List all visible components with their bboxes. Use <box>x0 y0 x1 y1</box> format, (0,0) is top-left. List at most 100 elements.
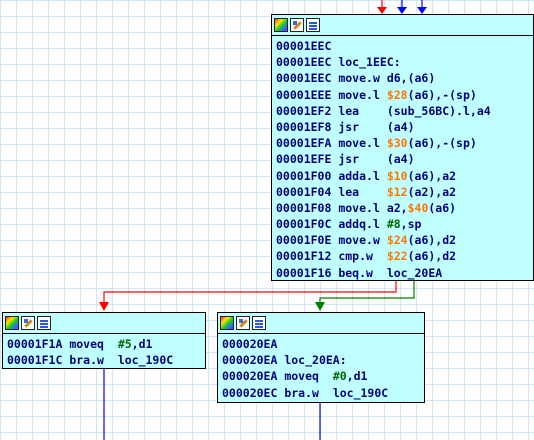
mnemonic: move.l <box>338 136 380 151</box>
graph-view-icon[interactable] <box>37 316 51 330</box>
mnemonic: adda.l <box>338 168 380 183</box>
address: 00001F04 <box>276 184 332 199</box>
disasm-line[interactable]: 00001EEC <box>276 38 530 54</box>
code-label[interactable]: loc_1EEC: <box>338 55 401 70</box>
operand: (a6),d2 <box>407 233 457 248</box>
disasm-line[interactable]: 00001F0E move.w $24(a6),d2 <box>276 232 530 248</box>
node-header[interactable] <box>272 15 533 36</box>
graph-view-icon[interactable] <box>252 316 266 330</box>
operand: (a4) <box>386 119 415 134</box>
address: 00001EF8 <box>276 119 332 134</box>
address: 00001F0C <box>276 217 332 232</box>
mnemonic: jsr <box>338 119 360 134</box>
operand: (a6),-(sp) <box>407 136 477 151</box>
operand: (a6) <box>428 200 457 215</box>
operand: a2, <box>386 200 408 215</box>
node-header[interactable] <box>3 313 205 334</box>
disasm-line[interactable]: 000020EC bra.w loc_190C <box>222 385 421 401</box>
disasm-line[interactable]: 00001F12 cmp.w $22(a6),d2 <box>276 248 530 264</box>
address: 00001EEE <box>276 87 332 102</box>
address: 000020EC <box>222 385 278 400</box>
operand: loc_190C <box>117 353 174 368</box>
disasm-line[interactable]: 00001EF2 lea (sub_56BC).l,a4 <box>276 103 530 119</box>
operand: loc_190C <box>332 385 389 400</box>
disasm-line[interactable]: 00001F1A moveq #5,d1 <box>7 336 202 352</box>
color-palette-icon[interactable] <box>5 316 19 330</box>
mnemonic: beq.w <box>338 265 373 280</box>
operand: $12 <box>386 184 408 199</box>
disasm-line[interactable]: 00001EFE jsr (a4) <box>276 151 530 167</box>
address: 00001F1C <box>7 353 63 368</box>
disasm-line[interactable]: 00001F04 lea $12(a2),a2 <box>276 184 530 200</box>
mnemonic: lea <box>338 184 360 199</box>
operand: (a6),-(sp) <box>407 87 477 102</box>
edit-node-icon[interactable] <box>21 316 35 330</box>
disasm-line[interactable]: 000020EA loc_20EA: <box>222 352 421 368</box>
operand: (sub_56BC).l,a4 <box>386 103 491 118</box>
operand: $40 <box>407 200 429 215</box>
mnemonic: cmp.w <box>338 249 373 264</box>
graph-view-icon[interactable] <box>306 18 320 32</box>
edit-node-icon[interactable] <box>236 316 250 330</box>
mnemonic: addq.l <box>338 217 380 232</box>
edge-false-branch <box>99 280 397 311</box>
address: 00001EFE <box>276 152 332 167</box>
operand: (a4) <box>386 152 415 167</box>
operand: ,d1 <box>346 369 368 384</box>
mnemonic: move.l <box>338 87 380 102</box>
operand: (a6),a2 <box>407 168 457 183</box>
address: 00001EEC <box>276 55 332 70</box>
edge-true-branch <box>315 280 415 311</box>
disasm-line[interactable]: 00001EEC loc_1EEC: <box>276 54 530 70</box>
mnemonic: moveq <box>284 369 319 384</box>
mnemonic: moveq <box>69 337 104 351</box>
mnemonic: jsr <box>338 152 360 167</box>
mnemonic: lea <box>338 103 360 118</box>
disasm-line[interactable]: 00001F00 adda.l $10(a6),a2 <box>276 168 530 184</box>
disasm-line[interactable]: 00001F08 move.l a2,$40(a6) <box>276 200 530 216</box>
disasm-line[interactable]: 000020EA moveq #0,d1 <box>222 368 421 384</box>
code-label[interactable]: loc_20EA: <box>284 353 347 368</box>
address: 00001F00 <box>276 168 332 183</box>
address: 00001EEC <box>276 71 332 86</box>
operand: $22 <box>386 249 408 264</box>
address: 00001F1A <box>7 337 63 351</box>
operand: ,d1 <box>131 337 153 351</box>
disasm-line[interactable]: 00001F0C addq.l #8,sp <box>276 216 530 232</box>
mnemonic: bra.w <box>69 353 104 368</box>
color-palette-icon[interactable] <box>220 316 234 330</box>
operand: (a2),a2 <box>407 184 457 199</box>
mnemonic: bra.w <box>284 385 319 400</box>
disasm-line[interactable]: 00001F16 beq.w loc_20EA <box>276 265 530 281</box>
incoming-edge-blue-1 <box>397 0 407 14</box>
operand: #5 <box>117 337 132 351</box>
disasm-line[interactable]: 00001EEE move.l $28(a6),-(sp) <box>276 87 530 103</box>
incoming-edge-blue-2 <box>417 0 427 14</box>
disasm-line[interactable]: 000020EA <box>222 336 421 352</box>
node-header[interactable] <box>218 313 424 334</box>
address: 00001EEC <box>276 39 332 53</box>
operand: $30 <box>386 136 408 151</box>
operand: #8 <box>386 217 401 232</box>
operand: ,sp <box>400 217 422 232</box>
operand: (a6),d2 <box>407 249 457 264</box>
incoming-edge-red <box>377 0 387 14</box>
mnemonic: move.l <box>338 200 380 215</box>
edit-node-icon[interactable] <box>290 18 304 32</box>
operand: loc_20EA <box>386 265 443 280</box>
color-palette-icon[interactable] <box>274 18 288 32</box>
disasm-line[interactable]: 00001F1C bra.w loc_190C <box>7 352 202 368</box>
address: 00001EF2 <box>276 103 332 118</box>
disasm-line[interactable]: 00001EEC move.w d6,(a6) <box>276 70 530 86</box>
disasm-line[interactable]: 00001EFA move.l $30(a6),-(sp) <box>276 135 530 151</box>
operand: #0 <box>332 369 347 384</box>
address: 000020EA <box>222 369 278 384</box>
disasm-line[interactable]: 00001EF8 jsr (a4) <box>276 119 530 135</box>
operand: d6,(a6) <box>386 71 436 86</box>
